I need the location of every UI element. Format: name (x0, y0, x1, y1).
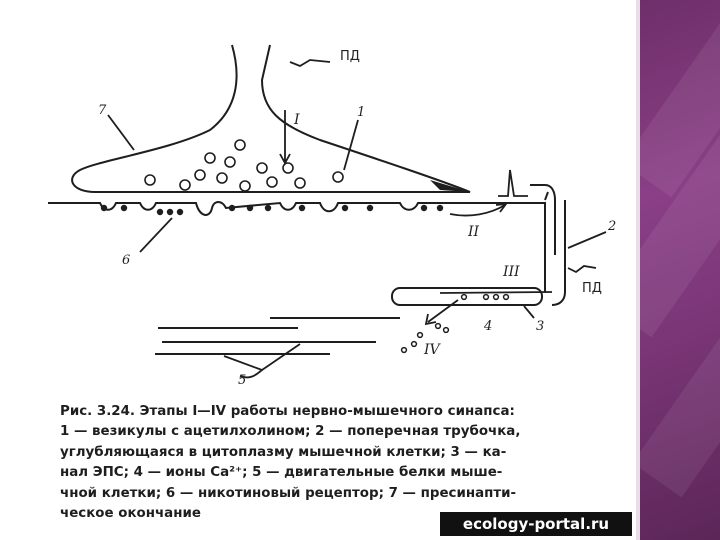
label-stage-3: III (502, 264, 520, 280)
leader-2 (568, 232, 606, 248)
label-stage-4: IV (423, 342, 442, 358)
label-num-1: 1 (357, 105, 365, 120)
leader-7 (108, 115, 134, 150)
arrow-stage-2 (450, 204, 506, 216)
label-stage-1: I (293, 112, 300, 128)
motor-proteins (155, 318, 400, 354)
leader-6 (140, 218, 172, 252)
presynaptic-terminal (72, 45, 470, 192)
caption-line: нал ЭПС; 4 — ионы Ca²⁺; 5 — двигательные… (60, 463, 626, 483)
label-num-6: 6 (122, 253, 130, 268)
label-pd-right: ПД (582, 281, 602, 296)
figure-caption: Рис. 3.24. Этапы I—IV работы нервно-мыше… (60, 402, 626, 524)
decorative-side-panel (640, 0, 720, 540)
label-stage-2: II (467, 224, 480, 240)
leader-1 (344, 120, 358, 170)
ap-spike-top (290, 60, 330, 66)
arrow-stage-3 (440, 292, 552, 293)
label-pd-top: ПД (340, 49, 360, 64)
vesicles (145, 140, 343, 191)
label-num-3: 3 (536, 319, 544, 334)
receptors (101, 205, 443, 215)
leader-5 (224, 344, 300, 377)
label-num-5: 5 (238, 373, 246, 388)
ap-spike-mid (498, 170, 528, 196)
caption-line: 1 — везикулы с ацетилхолином; 2 — попере… (60, 422, 626, 442)
caption-line: чной клетки; 6 — никотиновый рецептор; 7… (60, 484, 626, 504)
caption-line: углубляющаяся в цитоплазму мышечной клет… (60, 443, 626, 463)
label-num-2: 2 (607, 219, 616, 234)
arrow-stage-4 (426, 300, 458, 324)
leader-3 (524, 306, 534, 318)
caption-line: Рис. 3.24. Этапы I—IV работы нервно-мыше… (60, 402, 626, 422)
label-num-7: 7 (98, 103, 107, 118)
watermark: ecology-portal.ru (440, 512, 632, 536)
label-num-4: 4 (483, 319, 492, 334)
arrow-stage-1 (280, 110, 290, 163)
ap-spike-right (568, 266, 596, 272)
